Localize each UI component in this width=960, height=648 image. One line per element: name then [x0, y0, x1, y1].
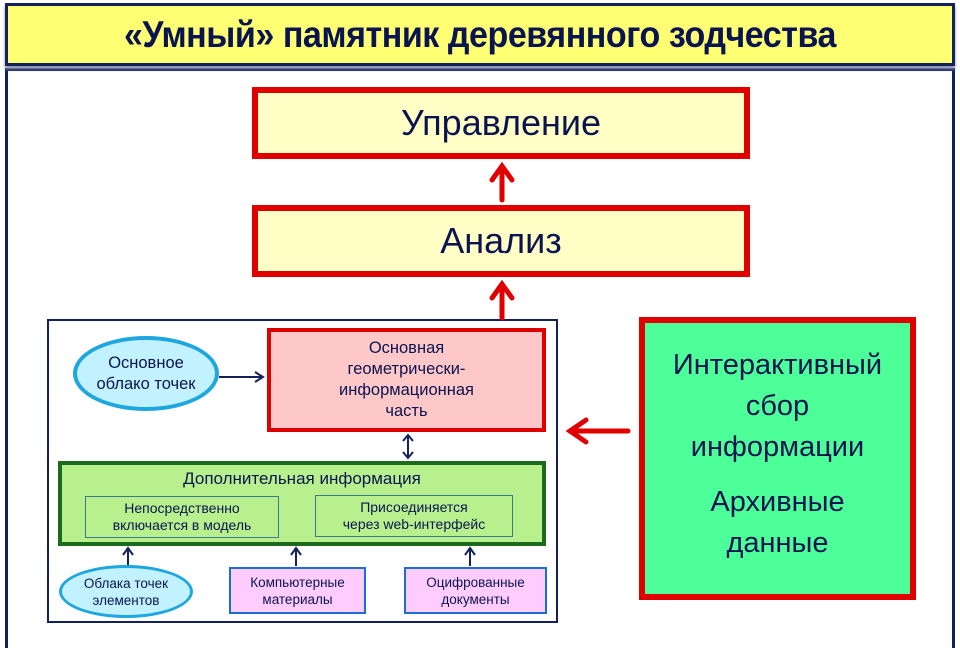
main-cloud-ellipse: Основное облако точек [73, 336, 219, 411]
element-clouds-line2: элементов [92, 592, 160, 608]
computer-line1: Компьютерные [250, 574, 345, 590]
page-title: «Умный» памятник деревянного зодчества [5, 3, 955, 66]
management-box: Управление [252, 87, 750, 159]
analysis-label: Анализ [440, 220, 562, 261]
interactive-line1: Интерактивный [672, 349, 883, 381]
digitized-line1: Оцифрованные [426, 574, 525, 590]
web-line2: через web-интерфейс [342, 516, 486, 532]
additional-info-title: Дополнительная информация [183, 469, 421, 488]
direct-line2: включается в модель [112, 517, 252, 533]
digitized-line2: документы [441, 591, 510, 607]
direct-line1: Непосредственно [124, 500, 240, 516]
archive-line2: данные [726, 527, 829, 559]
interactive-line3: информации [690, 431, 865, 463]
management-label: Управление [400, 102, 602, 143]
arrow-cloud-to-part [219, 371, 265, 383]
main-part-line3: информационная [339, 381, 474, 399]
interactive-line2: сбор [745, 390, 810, 422]
arrow-interactive-to-model [565, 417, 631, 445]
title-text: «Умный» памятник деревянного зодчества [123, 13, 837, 55]
arrow-digitized-up [464, 546, 476, 566]
archive-line1: Архивные [710, 486, 845, 518]
additional-info-box: Дополнительная информация [58, 461, 546, 546]
main-part-line2: геометрически- [347, 360, 466, 378]
main-part-box: Основная геометрически- информационная ч… [267, 328, 546, 432]
arrow-computer-up [290, 546, 302, 566]
arrow-element-clouds-up [122, 546, 134, 565]
interactive-collection-box: Интерактивный сбор информации Архивные д… [639, 317, 916, 600]
main-part-line4: часть [385, 402, 428, 420]
computer-line2: материалы [262, 591, 333, 607]
analysis-box: Анализ [252, 205, 750, 277]
main-cloud-line1: Основное [108, 353, 184, 372]
double-arrow-part-additional [402, 433, 414, 460]
element-clouds-line1: Облака точек [83, 575, 169, 591]
model-frame [47, 319, 558, 623]
main-cloud-line2: облако точек [96, 374, 196, 393]
main-part-line1: Основная [368, 339, 445, 357]
web-line1: Присоединяется [360, 499, 468, 515]
arrow-analysis-to-management [489, 161, 515, 203]
arrow-part-to-analysis [489, 279, 515, 321]
